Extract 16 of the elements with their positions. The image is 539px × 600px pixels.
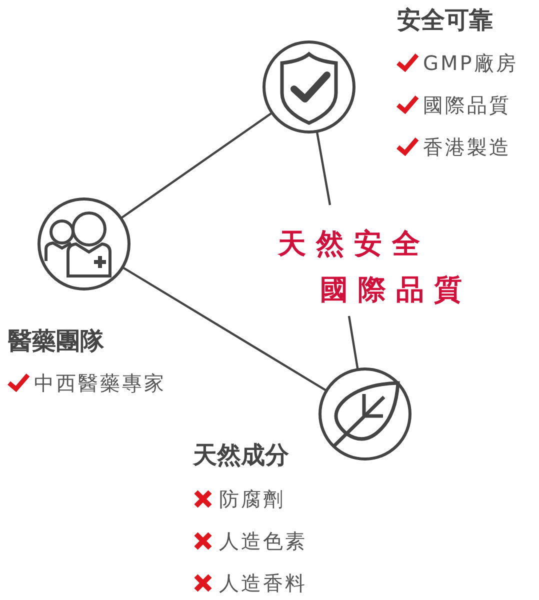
feature-heading: 醫藥團隊 <box>8 326 104 356</box>
feature-item: 香港製造 <box>423 134 511 160</box>
slogan-text: 天然安全 <box>278 226 430 262</box>
connector-line <box>120 112 273 220</box>
feature-item: 人造色素 <box>219 528 307 554</box>
feature-heading: 安全可靠 <box>397 5 493 35</box>
connector-line <box>122 266 328 392</box>
slogan-text: 國際品質 <box>320 272 472 308</box>
feature-item: 人造香料 <box>219 570 307 596</box>
feature-item: 中西醫藥專家 <box>34 370 166 396</box>
feature-heading: 天然成分 <box>193 440 289 470</box>
connector-line <box>348 316 359 370</box>
feature-item: 防腐劑 <box>219 486 285 512</box>
feature-item: 國際品質 <box>423 92 511 118</box>
feature-item: GMP廠房 <box>423 50 518 76</box>
connector-line <box>316 131 332 206</box>
